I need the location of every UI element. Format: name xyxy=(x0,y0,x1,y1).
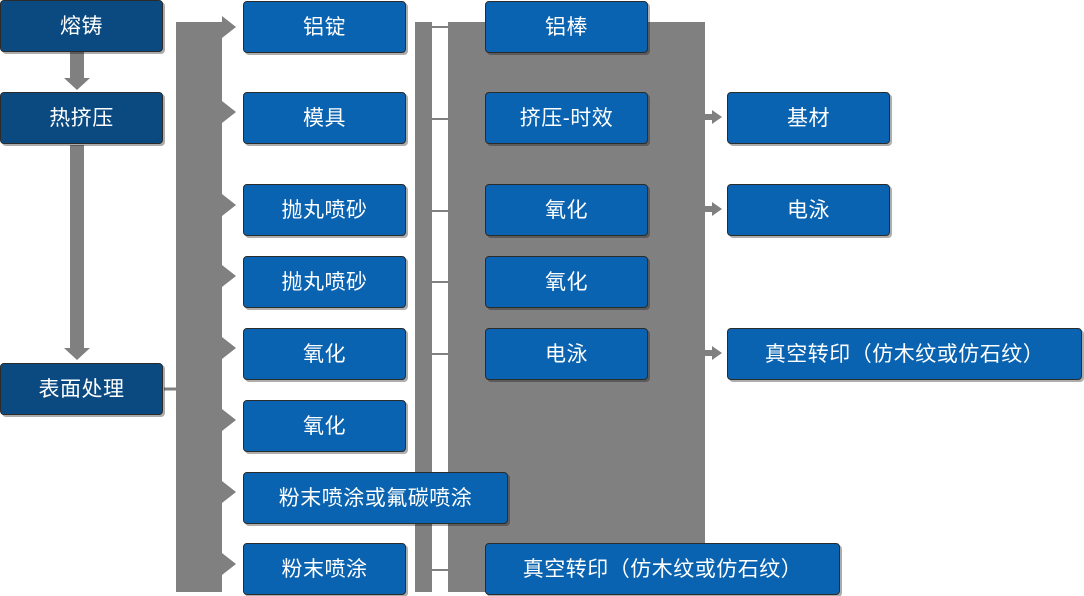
bracket-tick-1 xyxy=(432,26,448,28)
stage-box-hot-extrusion[interactable]: 热挤压 xyxy=(0,92,163,144)
bracket-tick-3 xyxy=(432,210,448,212)
output-label-vacuum-transfer: 真空转印（仿木纹或仿石纹） xyxy=(764,342,1045,366)
input-label-aluminum-ingot: 铝锭 xyxy=(303,15,346,39)
input-label-powder-coating: 粉末喷涂 xyxy=(281,557,368,581)
stage-label-melt-cast: 熔铸 xyxy=(60,14,103,38)
process-box-aluminum-bar[interactable]: 铝棒 xyxy=(485,1,648,53)
input-label-oxidation-2: 氧化 xyxy=(303,414,346,438)
input-label-powder-or-pvdf: 粉末喷涂或氟碳喷涂 xyxy=(278,486,473,510)
input-label-shot-blasting-1: 抛丸喷砂 xyxy=(281,198,368,222)
process-box-electrophoresis[interactable]: 电泳 xyxy=(485,328,648,380)
input-box-oxidation-1[interactable]: 氧化 xyxy=(243,328,406,380)
process-label-aluminum-bar: 铝棒 xyxy=(545,15,588,39)
output-box-vacuum-transfer[interactable]: 真空转印（仿木纹或仿石纹） xyxy=(727,328,1082,380)
process-box-extrusion-aging[interactable]: 挤压-时效 xyxy=(485,92,648,144)
fanout-notch-cutout-2 xyxy=(164,360,176,418)
input-box-aluminum-ingot[interactable]: 铝锭 xyxy=(243,1,406,53)
bracket-tick-4 xyxy=(432,281,448,283)
input-label-mould: 模具 xyxy=(303,106,346,130)
stage-label-surface-treatment: 表面处理 xyxy=(38,377,125,401)
process-label-oxidation-1: 氧化 xyxy=(545,198,588,222)
bracket-tick-5 xyxy=(432,353,448,355)
stage-label-hot-extrusion: 热挤压 xyxy=(49,106,114,130)
stage-box-melt-cast[interactable]: 熔铸 xyxy=(0,0,163,52)
arrow-to-base-material xyxy=(705,110,722,124)
bracket-tick-2 xyxy=(432,118,448,120)
bracket-tick-6 xyxy=(432,569,448,571)
input-box-oxidation-2[interactable]: 氧化 xyxy=(243,400,406,452)
input-box-shot-blasting-1[interactable]: 抛丸喷砂 xyxy=(243,184,406,236)
output-label-base-material: 基材 xyxy=(787,106,830,130)
process-label-extrusion-aging: 挤压-时效 xyxy=(519,106,614,130)
arrow-extrusion-to-surface xyxy=(64,145,90,360)
arrow-to-electrophoresis xyxy=(705,202,722,216)
arrow-melt-to-extrusion xyxy=(64,52,90,90)
arrow-to-vacuum-transfer xyxy=(705,346,722,360)
process-label-vacuum-transfer: 真空转印（仿木纹或仿石纹） xyxy=(522,557,803,581)
bracket-spine-bar xyxy=(415,22,432,592)
output-label-electrophoresis: 电泳 xyxy=(787,198,830,222)
input-label-shot-blasting-2: 抛丸喷砂 xyxy=(281,270,368,294)
left-fanout-block xyxy=(176,16,236,592)
stage-box-surface-treatment[interactable]: 表面处理 xyxy=(0,363,163,415)
input-box-mould[interactable]: 模具 xyxy=(243,92,406,144)
process-label-electrophoresis: 电泳 xyxy=(545,342,588,366)
process-box-oxidation-1[interactable]: 氧化 xyxy=(485,184,648,236)
input-label-oxidation-1: 氧化 xyxy=(303,342,346,366)
input-box-shot-blasting-2[interactable]: 抛丸喷砂 xyxy=(243,256,406,308)
output-box-base-material[interactable]: 基材 xyxy=(727,92,890,144)
process-box-vacuum-transfer[interactable]: 真空转印（仿木纹或仿石纹） xyxy=(485,543,840,595)
process-label-oxidation-2: 氧化 xyxy=(545,270,588,294)
process-box-oxidation-2[interactable]: 氧化 xyxy=(485,256,648,308)
output-box-electrophoresis[interactable]: 电泳 xyxy=(727,184,890,236)
input-box-powder-coating[interactable]: 粉末喷涂 xyxy=(243,543,406,595)
input-box-powder-or-pvdf[interactable]: 粉末喷涂或氟碳喷涂 xyxy=(243,472,508,524)
output-arrows xyxy=(705,110,722,360)
